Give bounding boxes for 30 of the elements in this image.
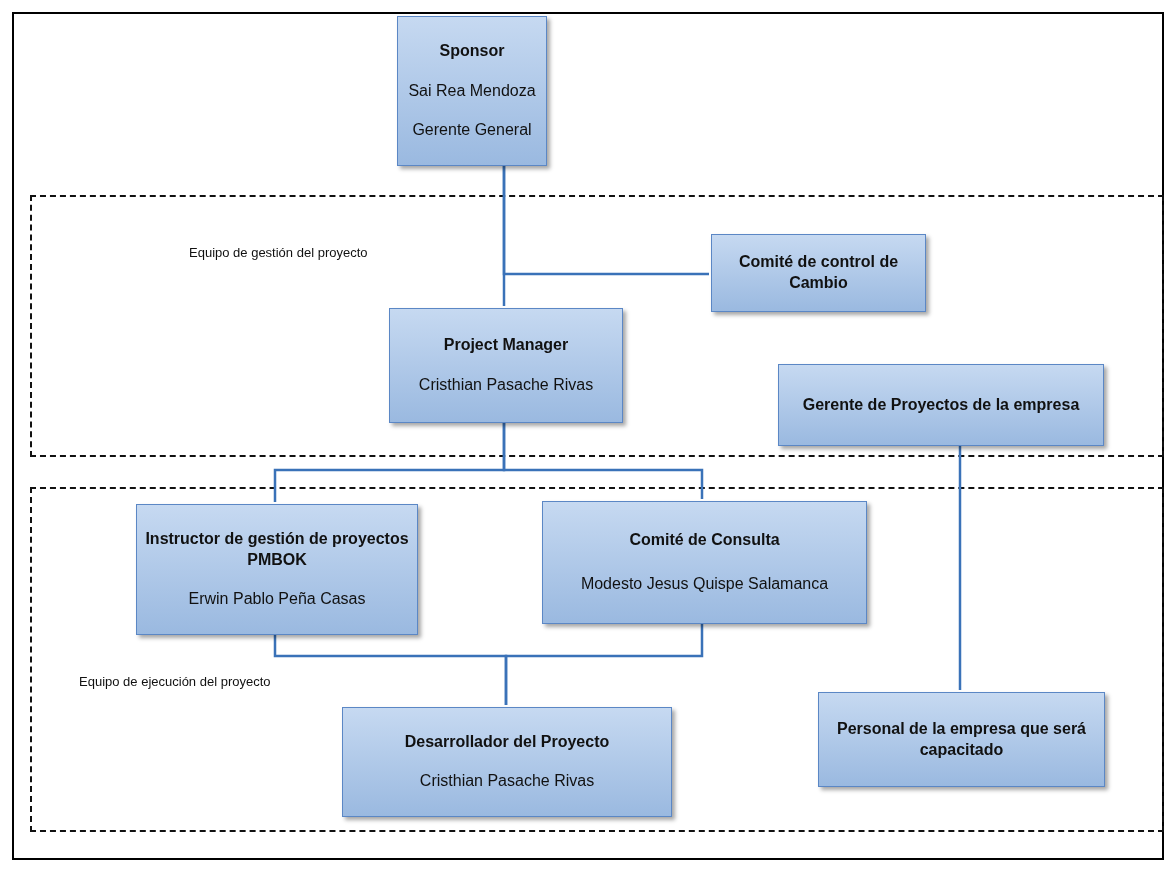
person-name: Gerente General xyxy=(412,119,532,140)
role-box xyxy=(711,234,926,312)
person-name: Sai Rea Mendoza xyxy=(408,80,536,101)
person-name: Cristhian Pasache Rivas xyxy=(419,771,595,792)
person-name: Modesto Jesus Quispe Salamanca xyxy=(580,573,829,594)
person-name: Erwin Pablo Peña Casas xyxy=(188,589,366,609)
role-box xyxy=(389,308,623,423)
group-label: Equipo de ejecución del proyecto xyxy=(79,674,271,689)
role-box xyxy=(778,364,1104,446)
role-box xyxy=(542,501,867,624)
role-title: Project Manager xyxy=(443,334,569,355)
dashed-group-border xyxy=(30,487,1164,832)
role-box xyxy=(342,707,672,817)
role-title: Comité de Consulta xyxy=(629,530,780,551)
group-label: Equipo de gestión del proyecto xyxy=(189,245,368,260)
connector-line xyxy=(502,421,704,499)
connector-line xyxy=(504,622,704,705)
role-title: Gerente de Proyectos de la empresa xyxy=(802,394,1080,415)
role-box xyxy=(136,504,418,635)
role-box xyxy=(818,692,1105,787)
person-name: Cristhian Pasache Rivas xyxy=(418,375,594,396)
role-title: Comité de control de Cambio xyxy=(737,252,900,293)
role-box xyxy=(397,16,547,166)
role-title: Personal de la empresa que será capacitado xyxy=(836,718,1087,760)
connector-line xyxy=(958,444,962,690)
role-title: Sponsor xyxy=(439,41,505,62)
connector-line xyxy=(502,166,709,276)
role-title: Desarrollador del Proyecto xyxy=(404,732,610,753)
dashed-group-border xyxy=(30,195,1164,457)
role-title: Instructor de gestión de proyectos PMBOK xyxy=(145,529,409,570)
